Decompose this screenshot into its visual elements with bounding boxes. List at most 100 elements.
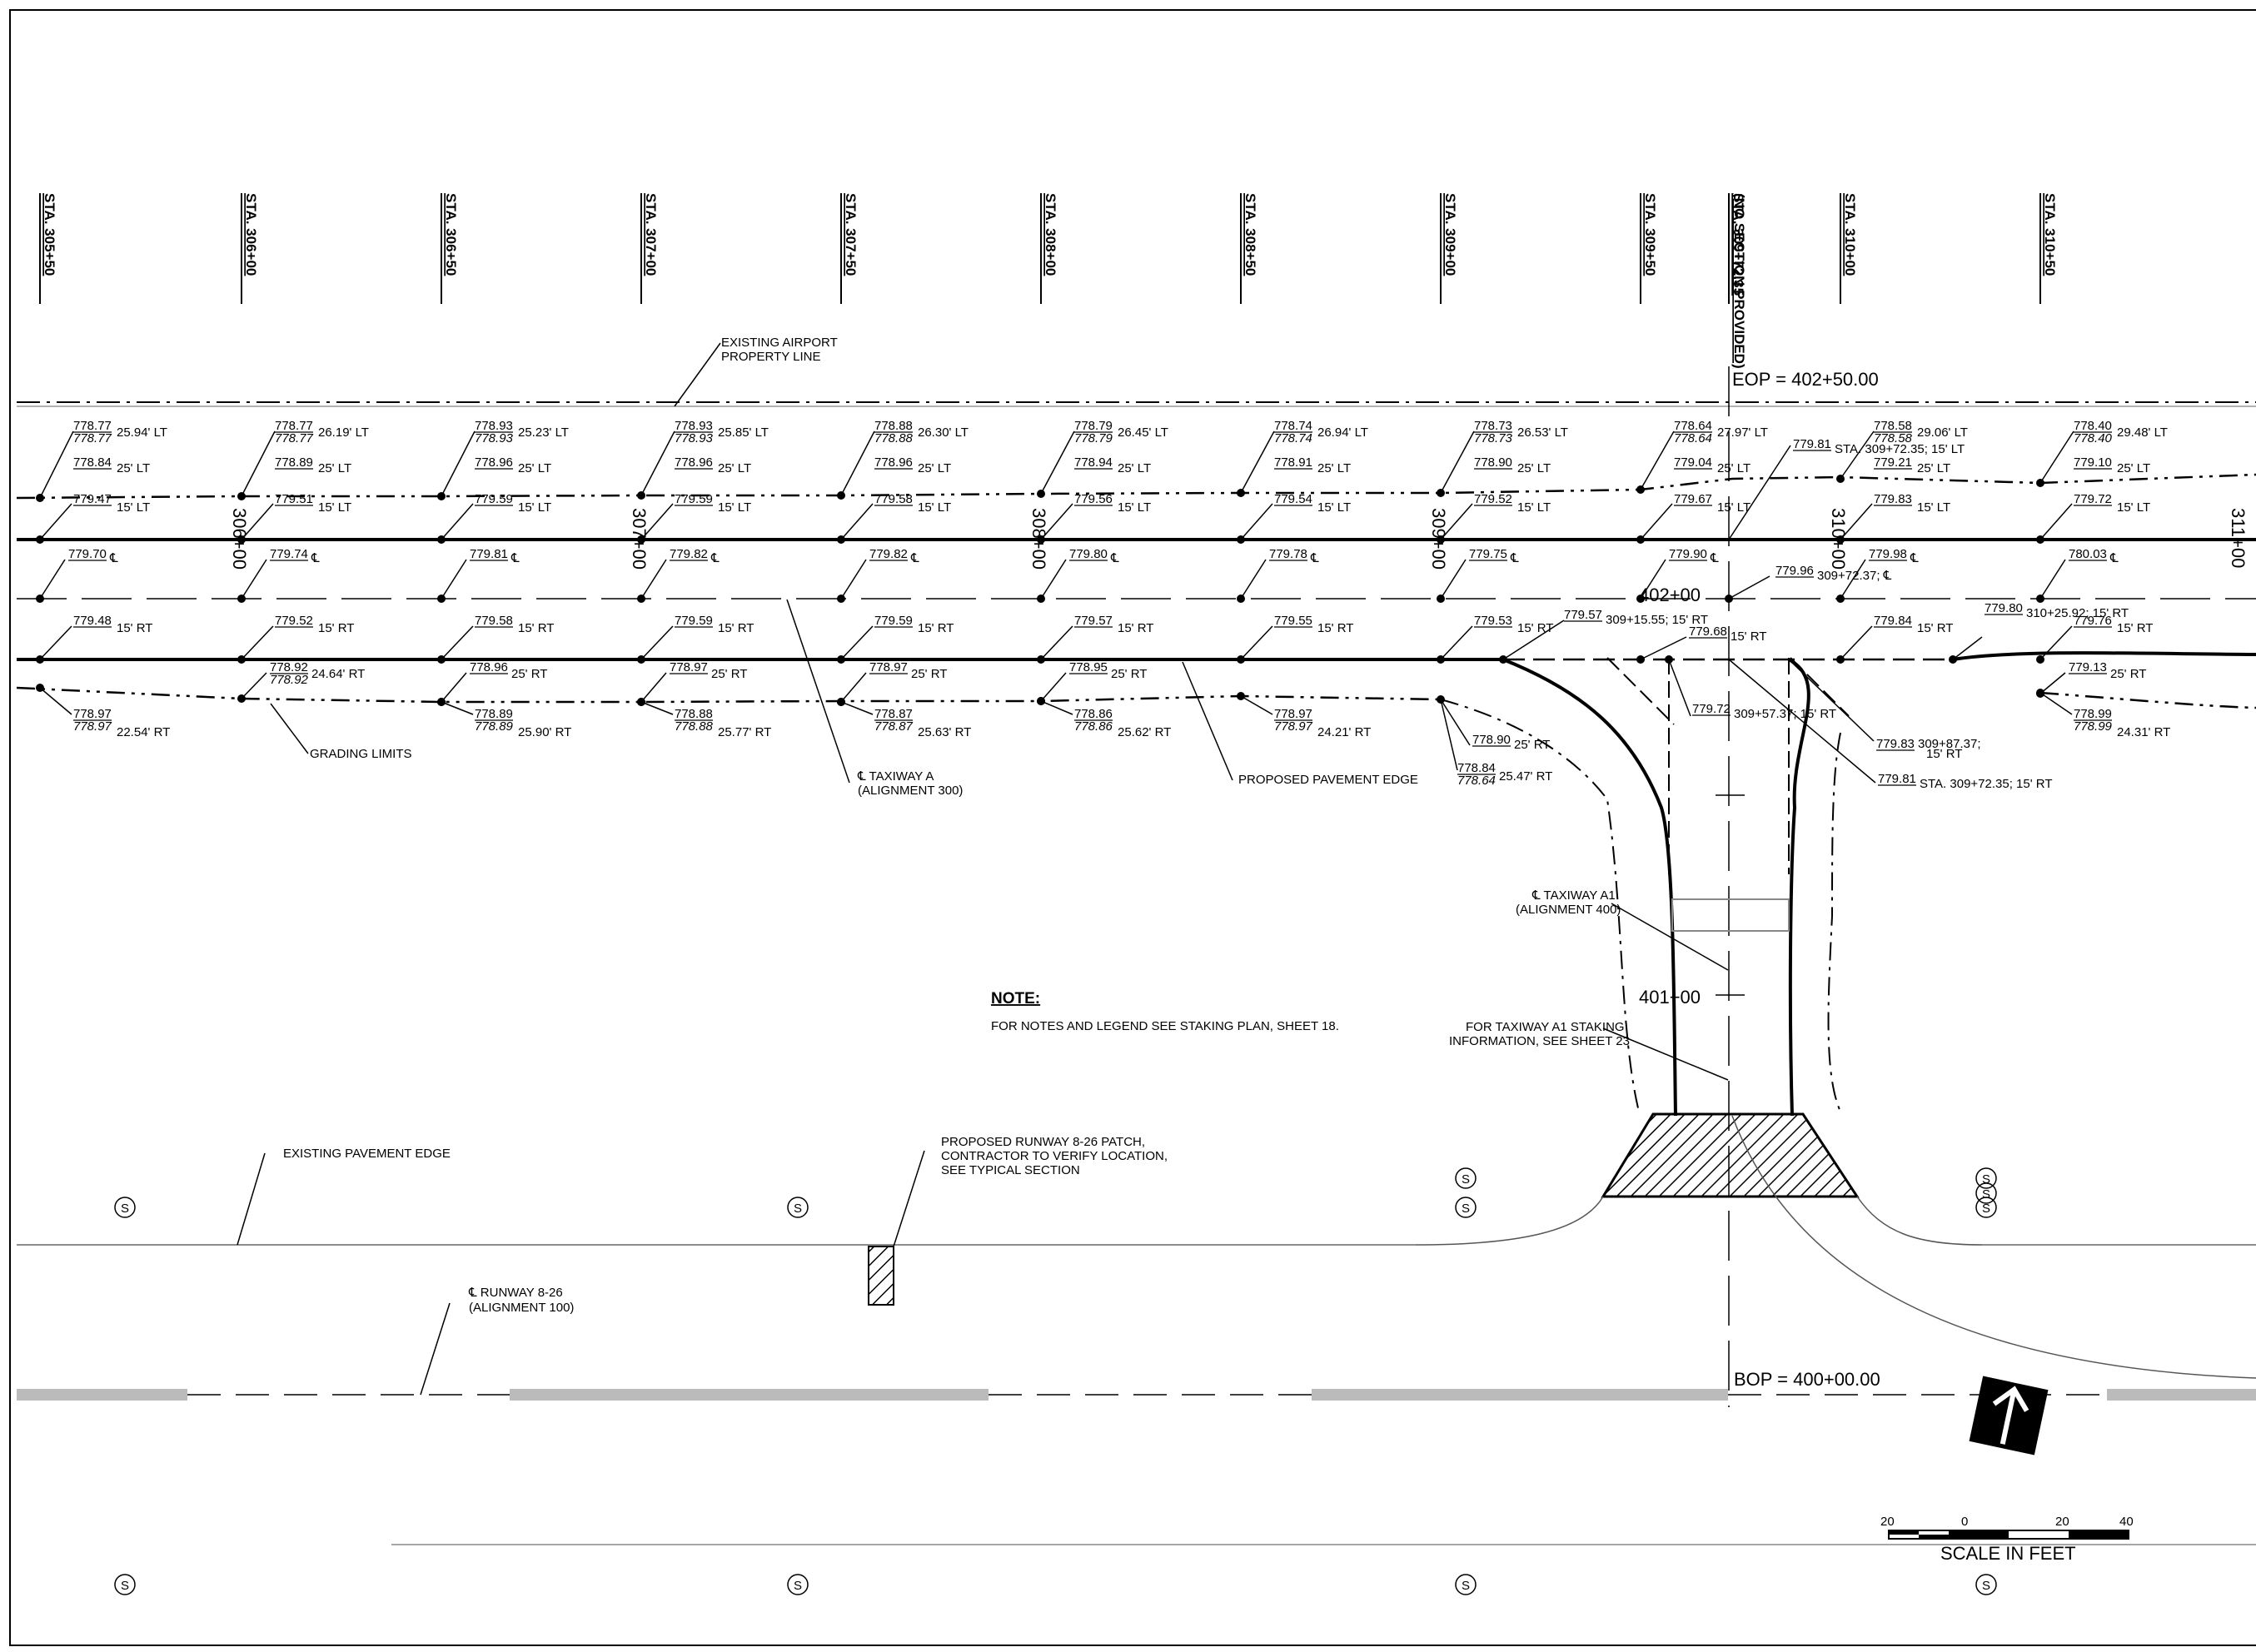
cl-offset: ℄ [1110,551,1119,565]
rt15-elev: 779.53 [1474,614,1512,628]
scale-tick-40: 40 [2119,1515,2134,1529]
grading-lt-elev-italic: 778.77 [275,431,314,445]
lt25-offset: 25' LT [1118,461,1151,475]
rt15-elev: 779.59 [874,614,913,628]
manhole-letter: S [794,1202,802,1216]
rt25-offset: 25' RT [911,667,947,681]
lt25-offset: 25' LT [718,461,751,475]
scale-tick-20-left: 20 [1880,1515,1895,1529]
leader-line [840,672,867,703]
cl-offset: ℄ [1510,551,1519,565]
cl-offset: ℄ [109,551,118,565]
lt15-offset: 15' LT [718,500,751,515]
sheet-border [9,9,2256,1646]
leader-line [441,503,474,540]
leader-line [1040,700,1073,715]
leader-line [1728,575,1770,600]
cl-elev: 779.82 [670,547,708,561]
lt15-elev: 779.83 [1874,492,1912,506]
grading-rt-elev-italic: 778.99 [2074,719,2113,734]
rt25-offset: 25' RT [511,667,547,681]
leader-line [2039,559,2066,600]
leader-line [1840,430,1875,480]
station-401-label: 401+00 [1639,987,1701,1008]
junction-i-text: 25' RT [1514,738,1550,752]
cl-elev: 779.90 [1669,547,1707,561]
junction-e-text: 310+25.92; 15' RT [2026,606,2129,620]
cl-station-label: 307+00 [629,508,650,570]
lt15-elev: 779.72 [2074,492,2112,506]
grading-lt-elev: 778.74 [1274,419,1312,433]
manhole-symbol [1975,1197,1997,1218]
lt15-elev: 779.58 [874,492,913,506]
grading-lt-elev-italic: 778.74 [1274,431,1312,445]
lt25-offset: 25' LT [318,461,351,475]
grading-lt-elev-italic: 778.88 [874,431,914,445]
grading-rt-offset: 25.77' RT [718,725,771,739]
a1-staking-label-2: INFORMATION, SEE SHEET 23 [1449,1034,1630,1048]
leader-line [241,559,267,600]
note-title: NOTE: [991,990,1040,1008]
grading-lt-elev: 778.93 [675,419,713,433]
rt15-offset: 15' RT [318,621,354,635]
leader-line [1668,659,1691,717]
leader-line [2039,692,2073,715]
grading-lt-offset: 25.85' LT [718,425,769,440]
taxiway-a-label-1: ℄ TAXIWAY A [857,769,934,784]
grading-rt-elev: 778.88 [675,707,713,721]
lt15-offset: 15' LT [1118,500,1151,515]
scale-tick-0: 0 [1961,1515,1968,1529]
grading-rt-elev-italic: 778.89 [475,719,514,734]
junction-j-elev: 778.84 [1457,761,1496,775]
grading-rt-elev-italic: 778.97 [1274,719,1313,734]
manhole-letter: S [1982,1187,1990,1202]
leader-line [640,559,667,600]
leader-line [441,701,474,715]
runway-patch-label-2: CONTRACTOR TO VERIFY LOCATION, [941,1149,1168,1163]
grading-rt-offset: 25.63' RT [918,725,971,739]
junction-h-text: STA. 309+72.35; 15' RT [1920,777,2053,791]
leader-line [2039,672,2066,694]
grading-lt-offset: 26.53' LT [1517,425,1568,440]
grading-lt-elev-italic: 778.79 [1074,431,1113,445]
grading-lt-elev: 778.73 [1474,419,1512,433]
manhole-symbol [1975,1574,1997,1595]
grading-lt-offset: 29.48' LT [2117,425,2168,440]
grading-lt-elev-italic: 778.73 [1474,431,1513,445]
manhole-letter: S [1982,1579,1990,1593]
cl-offset: ℄ [910,551,919,565]
junction-b-elev: 779.68 [1689,624,1727,639]
station-note: (NO SECTION PROVIDED) [1731,193,1747,369]
grading-lt-elev-italic: 778.40 [2074,431,2113,445]
station-label: STA. 307+50 [843,193,859,276]
leader-line [241,625,274,660]
rt15-elev: 779.52 [275,614,313,628]
leader-line [840,503,874,540]
lt15-offset: 15' LT [318,500,351,515]
junction-i-elev: 778.90 [1472,733,1511,747]
cl-offset: ℄ [311,551,320,565]
grading-lt-offset: 29.06' LT [1917,425,1968,440]
eop-label: EOP = 402+50.00 [1732,369,1879,390]
grading-rt-elev-italic: 778.88 [675,719,714,734]
rt15-offset: 15' RT [1917,621,1953,635]
leader-line [1040,503,1073,540]
rt15-offset: 15' RT [718,621,754,635]
leader-line [1040,559,1067,600]
leader-line [840,559,867,600]
leader-line [441,672,467,703]
property-line [17,401,2256,407]
rt15-offset: 15' RT [1118,621,1153,635]
cl-elev: 780.03 [2069,547,2107,561]
rt15-elev: 779.58 [475,614,513,628]
junction-h-elev: 779.81 [1878,772,1916,786]
rt25-elev: 778.96 [470,660,508,674]
leader-line [441,430,476,497]
lt25-elev: 778.94 [1074,455,1113,470]
junction-j-text: 25.47' RT [1499,769,1552,784]
station-label: STA. 310+00 [1842,193,1858,276]
grading-lt-elev: 778.93 [475,419,513,433]
grading-lt-elev-italic: 778.64 [1674,431,1712,445]
